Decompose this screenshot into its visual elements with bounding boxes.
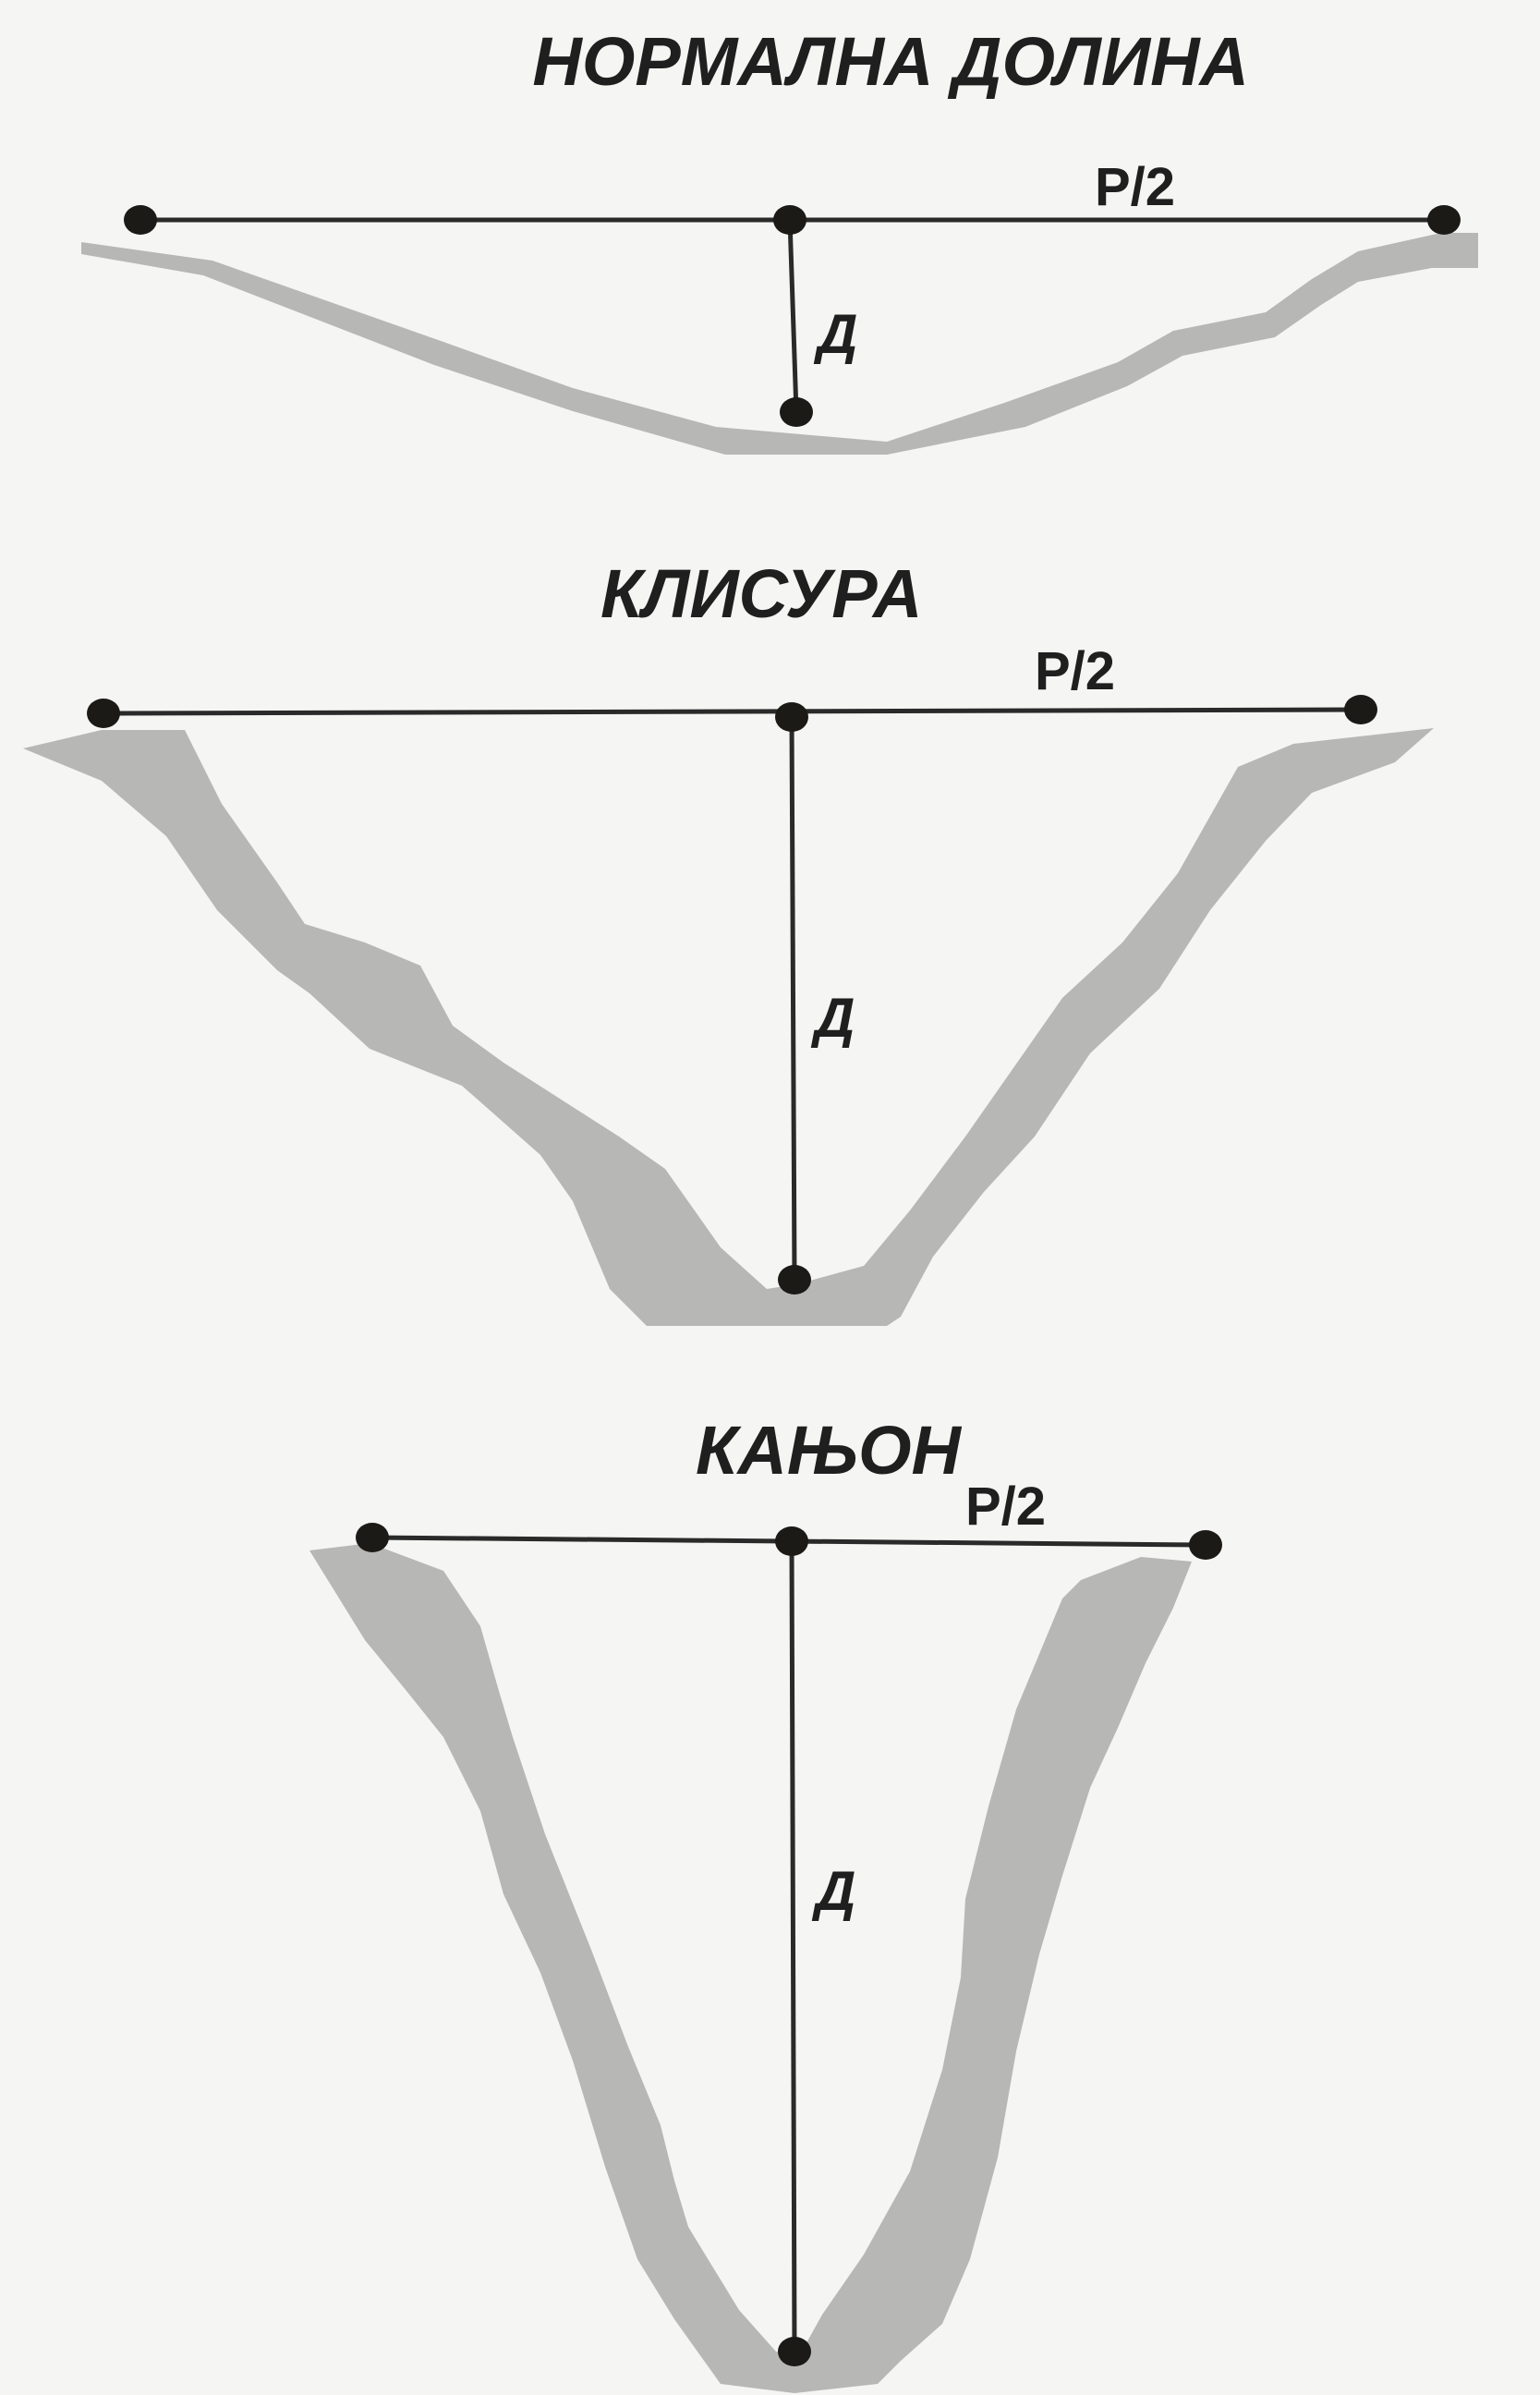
canyon-left-point (356, 1523, 389, 1552)
gorge-depth-line (789, 716, 797, 1281)
gorge-center-point (775, 702, 808, 732)
canyon-bottom-point (778, 2337, 811, 2366)
normal-valley-cross-section (81, 233, 1478, 455)
normal-valley-left-point (124, 205, 157, 235)
normal-valley-depth-line (787, 219, 799, 413)
gorge-width-label: Р/2 (1035, 641, 1115, 701)
normal-valley-depth-label: Д (813, 303, 857, 365)
gorge-left-point (87, 699, 120, 728)
normal-valley-panel: НОРМАЛНА ДОЛИНА Р/2 Д (81, 23, 1478, 455)
normal-valley-right-point (1427, 205, 1461, 235)
gorge-panel: КЛИСУРА Р/2 Д (23, 555, 1434, 1326)
canyon-panel: КАЊОН Р/2 Д (309, 1412, 1222, 2393)
canyon-right-point (1189, 1530, 1222, 1560)
normal-valley-title: НОРМАЛНА ДОЛИНА (532, 23, 1249, 100)
gorge-title: КЛИСУРА (600, 555, 922, 632)
gorge-bottom-point (778, 1265, 811, 1295)
canyon-title: КАЊОН (696, 1412, 963, 1489)
canyon-depth-line (789, 1540, 797, 2352)
gorge-depth-label: Д (810, 987, 855, 1049)
canyon-center-point (775, 1526, 808, 1556)
normal-valley-bottom-point (780, 397, 813, 427)
canyon-width-label: Р/2 (965, 1477, 1046, 1537)
canyon-depth-label: Д (811, 1860, 855, 1922)
canyon-cross-section (309, 1543, 1192, 2393)
gorge-cross-section (23, 728, 1434, 1326)
gorge-right-point (1344, 695, 1377, 724)
normal-valley-width-label: Р/2 (1095, 157, 1175, 217)
normal-valley-center-point (773, 205, 806, 235)
gorge-width-line (103, 707, 1362, 716)
